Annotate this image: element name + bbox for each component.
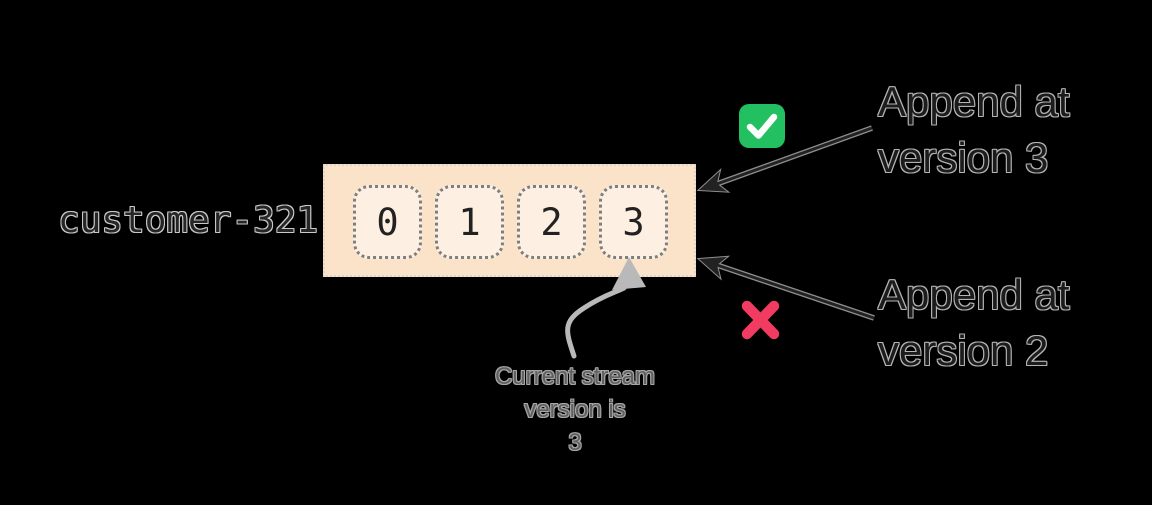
event-number: 1 <box>458 200 481 244</box>
event-cell-2: 2 <box>517 185 586 259</box>
event-number: 3 <box>622 200 645 244</box>
event-number: 2 <box>540 200 563 244</box>
event-cell-3: 3 <box>599 185 668 259</box>
note-line: 3 <box>568 429 582 456</box>
event-number: 0 <box>376 200 399 244</box>
callout-line: Append at <box>878 271 1070 318</box>
event-cell-1: 1 <box>435 185 504 259</box>
check-glyph <box>746 113 778 139</box>
note-line: Current stream <box>494 363 656 390</box>
callout-line: Append at <box>878 78 1070 125</box>
callout-append-version-3: Append at version 3 <box>878 74 1070 186</box>
stream-box: 0 1 2 3 <box>323 164 696 277</box>
note-line: version is <box>524 396 626 423</box>
event-cell-0: 0 <box>353 185 422 259</box>
callout-line: version 3 <box>878 134 1049 181</box>
callout-append-version-2: Append at version 2 <box>878 267 1070 379</box>
x-glyph <box>741 300 780 340</box>
stream-name-label: customer-321 <box>58 200 319 241</box>
x-icon <box>738 297 783 343</box>
current-version-note: Current stream version is 3 <box>465 360 685 459</box>
arrow-append-version-3 <box>696 125 873 193</box>
arrow-append-version-2 <box>696 255 875 321</box>
callout-line: version 2 <box>878 327 1049 374</box>
check-icon <box>739 104 785 148</box>
